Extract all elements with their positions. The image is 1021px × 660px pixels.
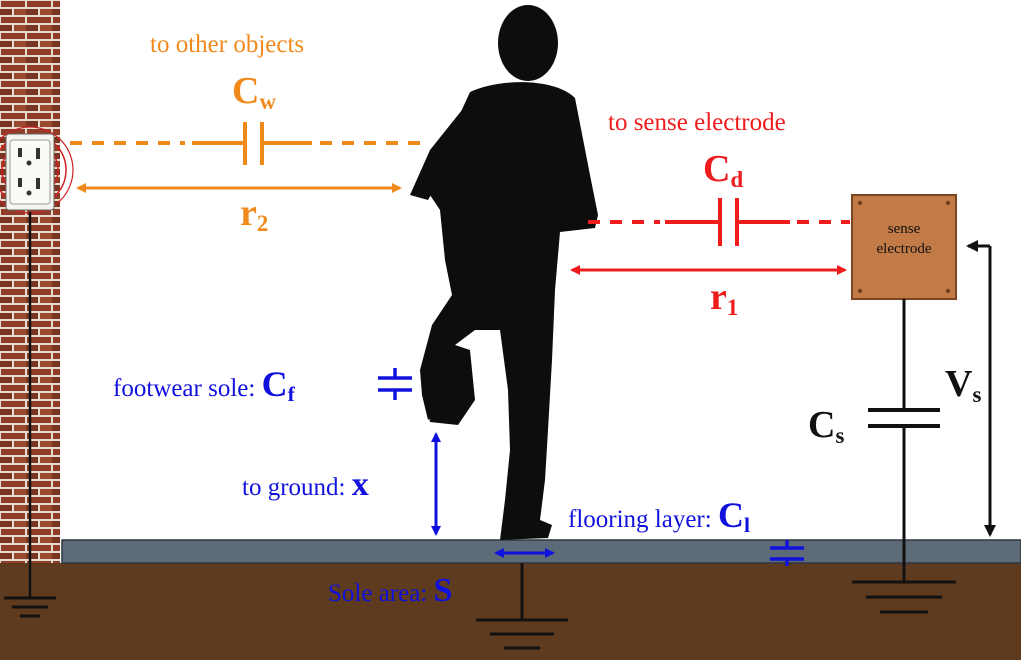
ground-symbol-icon (4, 596, 56, 618)
cd-sub: d (730, 166, 744, 192)
r2-main: r (240, 192, 257, 234)
cs-sub: s (835, 422, 845, 448)
flooring-layer-label: flooring layer: Cl (568, 495, 750, 536)
footwear-sole-label: footwear sole: Cf (113, 364, 295, 405)
cd-capacitor-line (588, 198, 850, 246)
footwear-sole-text: footwear sole: (113, 375, 262, 402)
sole-area-text: Sole area: (328, 580, 434, 607)
r2-sub: 2 (256, 210, 269, 236)
sense-electrode-line1: sense (887, 221, 921, 237)
cf-main: C (261, 364, 288, 404)
cs-capacitor-icon (852, 299, 956, 614)
cw-capacitor-line (70, 122, 428, 165)
cl-capacitor-icon (770, 540, 804, 566)
cd-main: C (703, 148, 731, 190)
cs-main: C (808, 404, 836, 446)
to-ground-label: to ground: x (242, 468, 369, 502)
sense-electrode-line2: electrode (876, 240, 932, 257)
cw-main: C (232, 70, 260, 112)
to-ground-text: to ground: (242, 474, 352, 501)
vs-main: V (945, 363, 973, 405)
vs-sub: s (972, 381, 982, 407)
x-symbol: x (351, 466, 369, 503)
cf-sub: f (287, 382, 295, 407)
person-silhouette (410, 5, 598, 541)
cw-label: Cw (232, 70, 276, 113)
to-other-objects-label: to other objects (150, 31, 305, 58)
vs-voltage-arrow (966, 240, 996, 537)
flooring-layer-text: flooring layer: (568, 506, 718, 533)
to-sense-electrode-label: to sense electrode (608, 109, 786, 136)
cs-label: Cs (808, 404, 844, 447)
sense-electrode-text: sense electrode (852, 220, 956, 259)
cl-main: C (717, 495, 744, 535)
r2-label: r2 (240, 192, 268, 235)
sense-electrode-plate (851, 194, 957, 300)
r1-sub: 1 (726, 294, 739, 320)
cw-sub: w (259, 88, 276, 114)
r1-label: r1 (710, 276, 738, 319)
r1-main: r (710, 276, 727, 318)
cl-sub: l (743, 513, 750, 538)
vs-label: Vs (945, 363, 981, 406)
sole-area-label: Sole area: S (328, 574, 452, 608)
person-ground-symbol-icon (476, 563, 568, 650)
earth-ground (0, 563, 1021, 660)
wall-outlet-icon (0, 126, 74, 214)
s-symbol: S (433, 572, 453, 609)
cf-capacitor-icon (378, 368, 412, 400)
cd-label: Cd (703, 148, 743, 191)
